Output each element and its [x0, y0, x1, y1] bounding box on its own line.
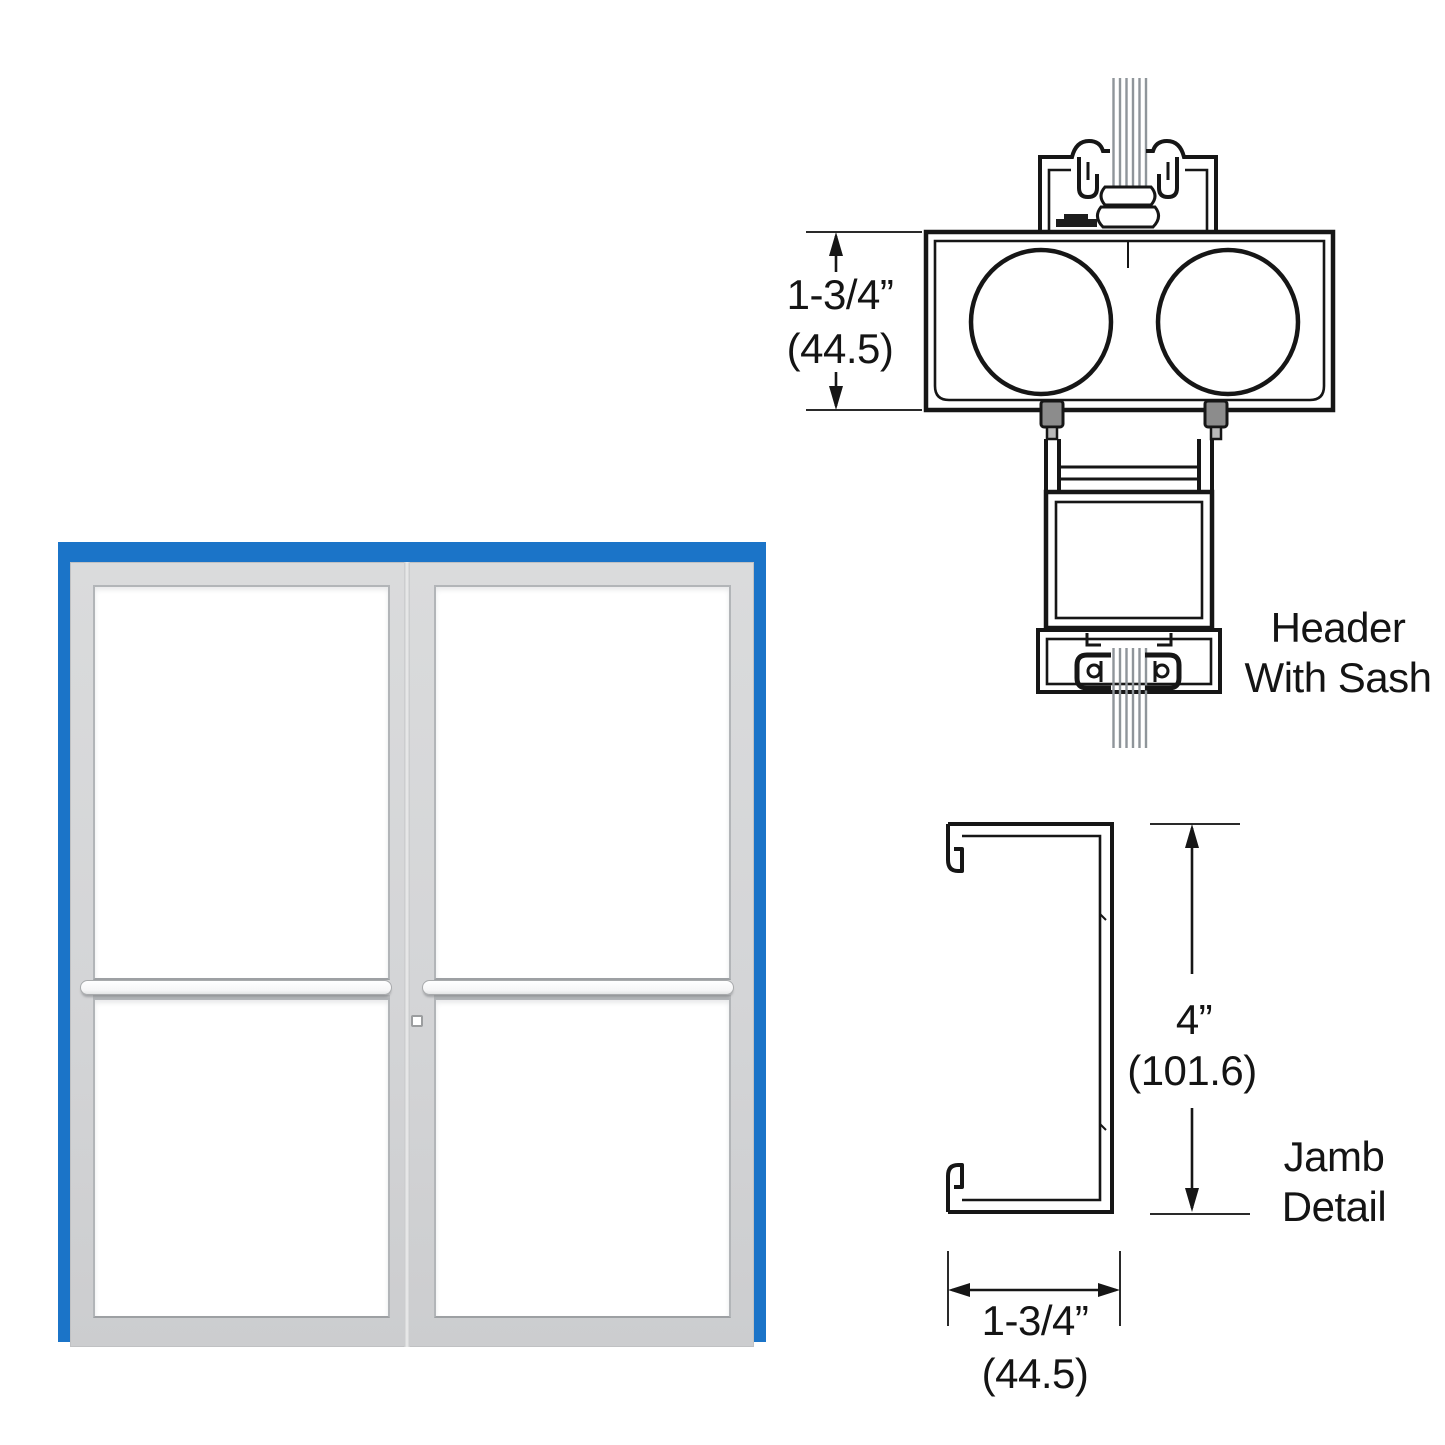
- jamb-detail-label: Jamb Detail: [1234, 1132, 1434, 1232]
- door-frame-right-jamb: [754, 542, 766, 1342]
- glass-below-sash: [1112, 648, 1148, 748]
- door-frame-left-jamb: [58, 542, 70, 1342]
- midrail-shadow-right: [434, 995, 731, 998]
- glass-right-top: [434, 585, 731, 980]
- cylinder-lock: [411, 1015, 423, 1027]
- double-door-elevation: [58, 542, 766, 1347]
- door-frame-head: [58, 542, 766, 562]
- push-bar-right: [422, 980, 734, 995]
- header-label-line1: Header: [1270, 604, 1406, 651]
- glass-above-header: [1112, 78, 1148, 186]
- jamb-width-mm: (44.5): [981, 1350, 1089, 1397]
- jamb-width-inches: 1-3/4”: [981, 1297, 1089, 1344]
- jamb-label-line2: Detail: [1281, 1183, 1387, 1230]
- midrail-shadow-left: [93, 995, 390, 998]
- header-dimension-mm: (44.5): [786, 325, 894, 372]
- jamb-height-inches: 4”: [1175, 996, 1213, 1043]
- jamb-height-dimension: [1150, 823, 1250, 1215]
- glass-right-bottom: [434, 998, 731, 1318]
- jamb-section-drawing: [946, 822, 1114, 1214]
- header-dimension: [806, 231, 922, 411]
- header-detail-label: Header With Sash: [1232, 603, 1444, 703]
- jamb-width-dimension: [947, 1251, 1121, 1326]
- push-bar-left: [80, 980, 392, 995]
- jamb-label-line1: Jamb: [1283, 1133, 1385, 1180]
- meeting-stile-gap: [404, 562, 410, 1347]
- header-section-drawing: [923, 78, 1336, 748]
- glass-left-top: [93, 585, 390, 980]
- glass-left-bottom: [93, 998, 390, 1318]
- header-label-line2: With Sash: [1244, 654, 1432, 701]
- header-dimension-inches: 1-3/4”: [786, 271, 894, 318]
- jamb-height-mm: (101.6): [1127, 1047, 1257, 1094]
